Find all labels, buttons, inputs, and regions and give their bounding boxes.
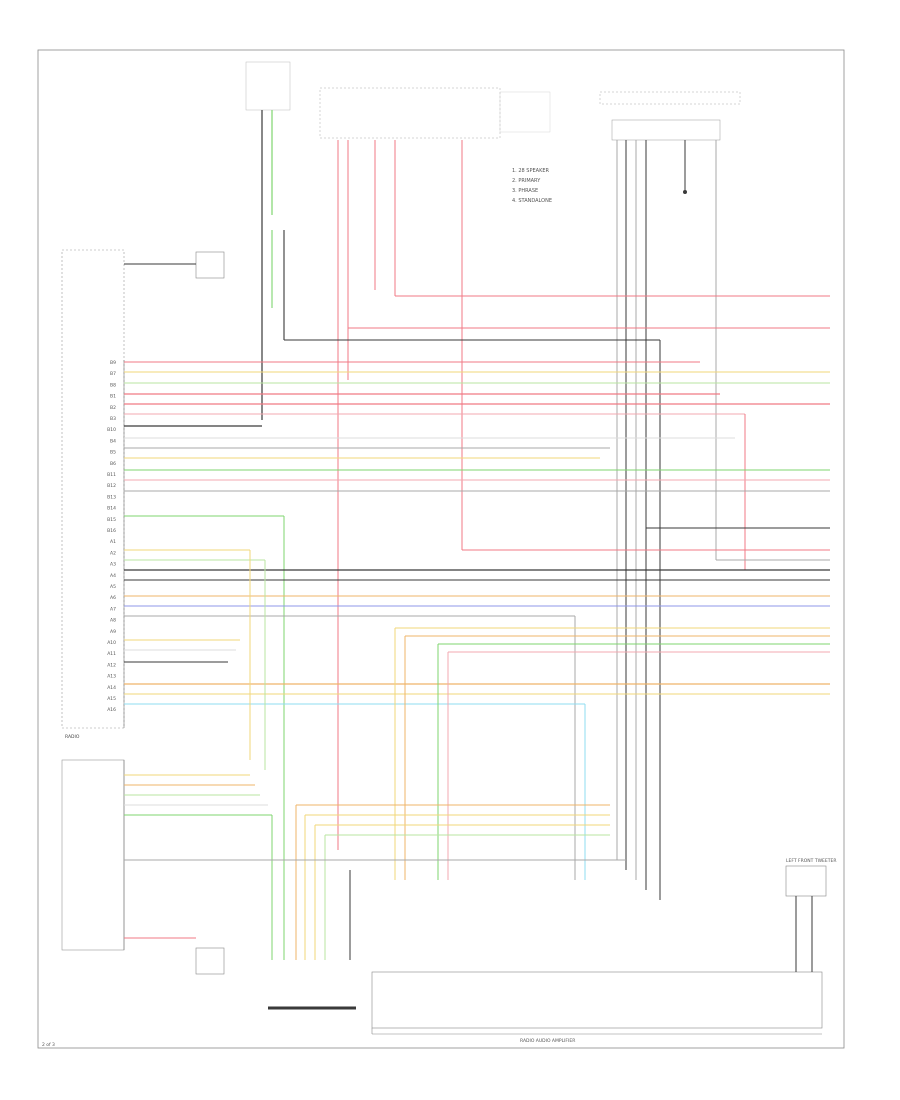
connector-name: LEFT FRONT TWEETER <box>786 858 836 864</box>
top-left-fuse <box>245 61 291 215</box>
radio-pin-label: A1 <box>110 539 116 545</box>
radio-pin-label: B8 <box>110 382 116 388</box>
radio-pin-label: B10 <box>107 427 116 433</box>
bottom-left-connector <box>195 947 225 975</box>
diagram-frame <box>37 49 845 1049</box>
top-fuse-block <box>319 87 551 139</box>
radio-pin-label: B4 <box>110 438 116 444</box>
radio-pin-label: A11 <box>107 651 116 657</box>
radio-pin-label: A7 <box>110 606 116 612</box>
radio-pin-label: A16 <box>107 707 116 713</box>
radio-pin-label: A10 <box>107 640 116 646</box>
radio-pin-label: B14 <box>107 506 116 512</box>
radio-pin-label: A14 <box>107 685 116 691</box>
horizontal-bus-lines <box>124 295 830 960</box>
radio-pin-label: B16 <box>107 528 116 534</box>
radio-module-caption: RADIO <box>65 734 80 740</box>
radio-pin-label: A9 <box>110 629 116 635</box>
radio-pin-label: A13 <box>107 674 116 680</box>
radio-pin-label: B15 <box>107 517 116 523</box>
radio-pin-label: A3 <box>110 562 116 568</box>
radio-pin-label: A4 <box>110 573 116 579</box>
radio-pin-label: B3 <box>110 416 116 422</box>
bottom-drop-wires <box>124 550 626 960</box>
legend-item-4: 4. STANDALONE <box>512 198 552 204</box>
page-code: 2 of 3 <box>42 1042 55 1048</box>
legend: 1. 28 SPEAKER 2. PRIMARY 3. PHRASE 4. ST… <box>512 168 552 204</box>
radio-pin-label: A8 <box>110 618 116 624</box>
radio-pin-label: B1 <box>110 394 116 400</box>
radio-pin-label: B9 <box>110 360 116 366</box>
legend-item-3: 3. PHRASE <box>512 188 538 194</box>
radio-pin-label: B2 <box>110 405 116 411</box>
radio-pin-label: B12 <box>107 483 116 489</box>
radio-pin-label: A2 <box>110 550 116 556</box>
legend-item-2: 2. PRIMARY <box>512 178 541 184</box>
radio-pin-label: A15 <box>107 696 116 702</box>
radio-pin-label: B5 <box>110 450 116 456</box>
amplifier-module-outline <box>61 759 125 951</box>
radio-pin-label: B6 <box>110 461 116 467</box>
bottom-amplifier-module <box>371 971 823 1035</box>
top-right-connector <box>599 91 741 194</box>
module-name: RADIO AUDIO AMPLIFIER <box>520 1038 575 1044</box>
radio-pin-label: B7 <box>110 371 116 377</box>
radio-pin-label: B13 <box>107 494 116 500</box>
radio-pin-label: A6 <box>110 595 116 601</box>
radio-pin-label: A5 <box>110 584 116 590</box>
legend-item-1: 1. 28 SPEAKER <box>512 168 550 174</box>
radio-pin-labels: B9B7B8B1B2B3B10B4B5B6B11B12B13B14B15B16A… <box>107 360 116 713</box>
radio-pin-label: A12 <box>107 662 116 668</box>
vertical-trunk-wires <box>261 140 717 890</box>
antenna-connector <box>124 251 225 279</box>
right-tweeter <box>785 865 827 972</box>
radio-pin-label: B11 <box>107 472 116 478</box>
